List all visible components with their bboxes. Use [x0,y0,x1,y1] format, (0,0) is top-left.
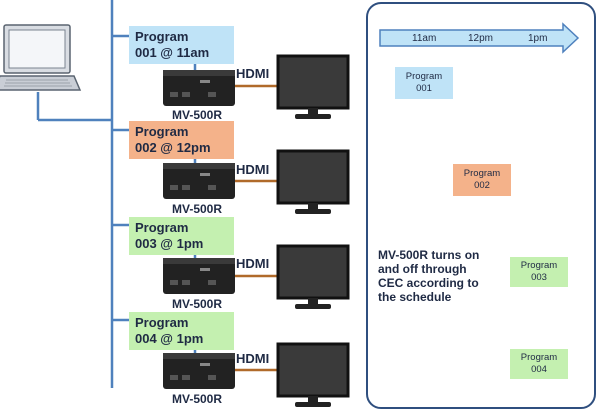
laptop-icon [0,24,82,91]
row-3-hardware [163,244,350,309]
device-label-1: MV-500R [172,108,223,122]
hdmi-label-2: HDMI [236,162,270,177]
hdmi-label-4: HDMI [236,351,270,366]
schedule-panel [366,2,596,409]
device-label-4: MV-500R [172,392,223,406]
device-label-2: MV-500R [172,202,223,216]
device-label-3: MV-500R [172,297,223,311]
device-box-1 [163,70,235,106]
schedule-note: MV-500R turns on and off through CEC acc… [378,248,480,304]
hdmi-label-1: HDMI [236,66,270,81]
device-box-3 [163,258,235,294]
tick-11am: 11am [412,33,437,44]
tick-1pm: 1pm [528,33,548,44]
row-4-hardware [163,342,350,407]
row-2-hardware [163,149,350,214]
monitor-4 [276,342,350,398]
monitor-1 [276,54,350,110]
timeline-arrow [379,22,580,54]
monitor-2 [276,149,350,205]
row-1-hardware [163,54,350,119]
hdmi-label-3: HDMI [236,256,270,271]
device-box-2 [163,163,235,199]
tick-12pm: 12pm [468,33,494,44]
monitor-3 [276,244,350,300]
timeline-ticks: 11am 12pm 1pm [380,33,563,47]
device-box-4 [163,353,235,389]
